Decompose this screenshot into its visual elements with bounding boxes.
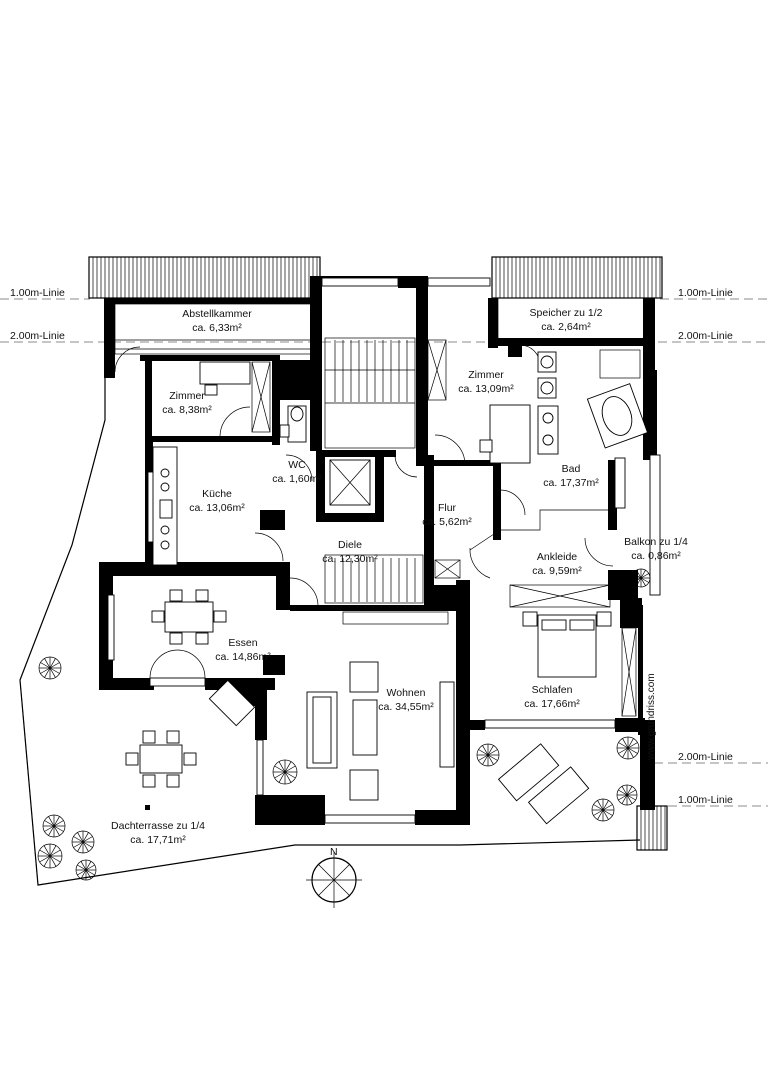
watermark: www.grundriss.com <box>646 673 657 761</box>
room-essen-area: ca. 14,86m² <box>215 651 271 663</box>
room-zimmer-large-name: Zimmer <box>468 369 504 381</box>
roof-railing-left <box>88 256 321 299</box>
level-lines: 1.00m-Linie 1.00m-Linie 2.00m-Linie 2.00… <box>0 287 768 807</box>
room-speicher-area: ca. 2,64m² <box>541 321 591 333</box>
room-balkon-area: ca. 0,86m² <box>631 550 681 562</box>
room-ankleide-area: ca. 9,59m² <box>532 565 582 577</box>
room-diele-area: ca. 12,30m² <box>322 553 378 565</box>
furniture <box>125 351 649 825</box>
room-kueche-name: Küche <box>202 488 232 500</box>
walls <box>99 276 657 825</box>
room-zimmer-small-area: ca. 8,38m² <box>162 404 212 416</box>
room-zimmer-small-name: Zimmer <box>169 390 205 402</box>
room-dachterrasse-area: ca. 17,71m² <box>130 834 186 846</box>
room-balkon-name: Balkon zu 1/4 <box>624 536 688 548</box>
room-schlafen-name: Schlafen <box>532 684 573 696</box>
room-wc-name: WC <box>288 459 306 471</box>
room-speicher-name: Speicher zu 1/2 <box>530 307 603 319</box>
level-line-1m-left-label: 1.00m-Linie <box>10 287 65 299</box>
room-bad-area: ca. 17,37m² <box>543 477 599 489</box>
doors <box>114 344 614 679</box>
roof-railing-right <box>491 256 663 299</box>
room-dachterrasse-name: Dachterrasse zu 1/4 <box>111 820 205 832</box>
compass: N <box>306 846 362 908</box>
room-bad-name: Bad <box>562 463 581 475</box>
level-line-1m-right-label: 1.00m-Linie <box>678 287 733 299</box>
level-line-2m-left-label: 2.00m-Linie <box>10 330 65 342</box>
room-wohnen-name: Wohnen <box>387 687 426 699</box>
room-ankleide-name: Ankleide <box>537 551 577 563</box>
room-diele-name: Diele <box>338 539 362 551</box>
room-essen-name: Essen <box>228 637 257 649</box>
plants <box>37 568 651 881</box>
room-labels: Abstellkammer ca. 6,33m² Speicher zu 1/2… <box>111 307 688 846</box>
windows <box>107 277 661 824</box>
level-line-1m-right-lower-label: 1.00m-Linie <box>678 794 733 806</box>
room-abstellkammer-name: Abstellkammer <box>182 308 252 320</box>
terrace-outline <box>19 345 641 886</box>
room-kueche-area: ca. 13,06m² <box>189 502 245 514</box>
room-flur-name: Flur <box>438 502 457 514</box>
room-wohnen-area: ca. 34,55m² <box>378 701 434 713</box>
compass-north-label: N <box>330 846 338 858</box>
staircase <box>325 340 416 602</box>
roof-railing-bottom-right <box>636 805 668 851</box>
room-flur-area: ca. 5,62m² <box>422 516 472 528</box>
level-line-2m-right-lower-label: 2.00m-Linie <box>678 751 733 763</box>
room-wc-area: ca. 1,60m² <box>272 473 322 485</box>
level-line-2m-right-label: 2.00m-Linie <box>678 330 733 342</box>
elevator-shaft <box>329 459 371 506</box>
room-zimmer-large-area: ca. 13,09m² <box>458 383 514 395</box>
room-abstellkammer-area: ca. 6,33m² <box>192 322 242 334</box>
room-schlafen-area: ca. 17,66m² <box>524 698 580 710</box>
interior-lines <box>114 297 645 717</box>
